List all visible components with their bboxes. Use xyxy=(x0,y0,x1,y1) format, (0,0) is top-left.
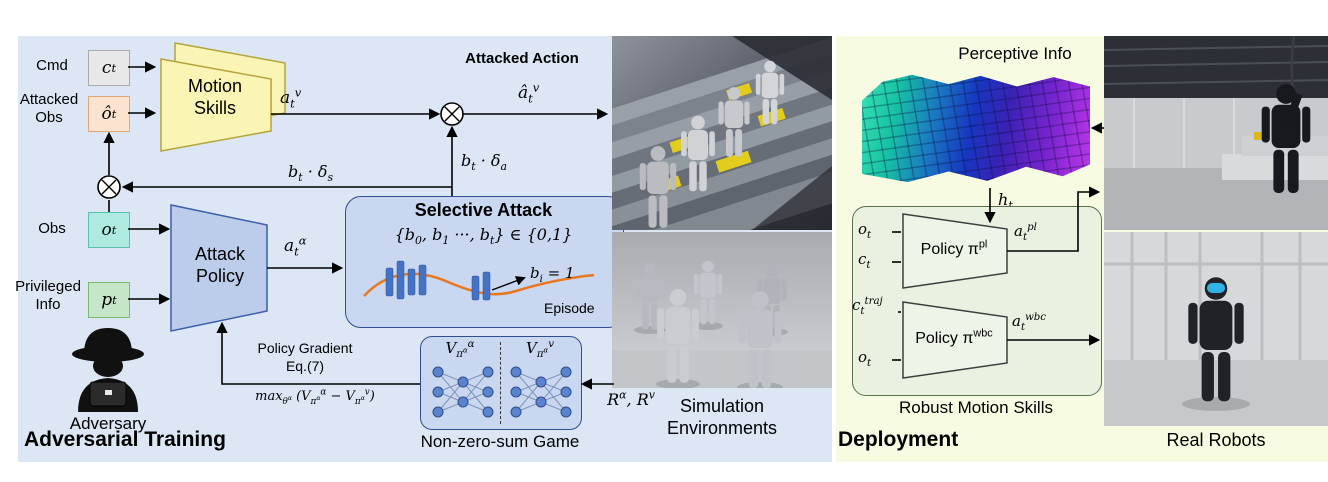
value-network-right xyxy=(510,366,572,418)
perceptive-info-label: Perceptive Info xyxy=(958,44,1072,63)
obs-delta-math: bt · δs xyxy=(288,162,334,185)
heightmap-image xyxy=(862,74,1090,183)
motion-skills-label: Motion Skills xyxy=(187,76,243,118)
wbc-policy-shape xyxy=(902,301,1008,379)
selective-attack-title: Selective Attack xyxy=(414,200,553,220)
robust-motion-skills-caption: Robust Motion Skills xyxy=(898,398,1053,417)
adversary-label: Adversary xyxy=(69,414,147,433)
privileged-info-label: Privileged Info xyxy=(15,278,81,314)
simulation-image-bottom xyxy=(612,232,832,388)
deployment-title: Deployment xyxy=(838,428,959,451)
pl-policy-label: Policy πpl xyxy=(920,238,988,258)
attacked-action-label: Attacked Action xyxy=(465,50,579,67)
adversarial-training-title: Adversarial Training xyxy=(24,428,226,451)
selective-attack-formula: {b0, b1 ···, bt} ∈ {0,1} xyxy=(394,225,573,248)
attack-policy-label: Attack Policy xyxy=(194,244,246,286)
selection-bars xyxy=(385,260,491,301)
attacked-action-math: âtv xyxy=(518,80,540,106)
attack-action-math: atα xyxy=(284,233,307,259)
objective-math: maxθα (Vπαα − Vπαv) xyxy=(255,387,375,407)
wbc-input-traj-math: cttraj xyxy=(852,296,883,317)
selective-attack-chart xyxy=(363,260,595,301)
cmd-label: Cmd xyxy=(36,57,68,74)
value-alpha-label: Vπαα xyxy=(445,339,475,360)
value-v-label: Vπαv xyxy=(526,339,554,360)
adversary-icon xyxy=(72,328,144,412)
motion-action-math: atv xyxy=(280,85,302,111)
real-robot-photo-top xyxy=(1104,36,1328,230)
simulation-caption: Simulation Environments xyxy=(666,396,778,438)
wbc-policy-label: Policy πwbc xyxy=(915,327,993,347)
pl-output-math: atpl xyxy=(1014,222,1037,243)
rewards-math: Rα, Rv xyxy=(607,388,655,409)
value-network-left xyxy=(432,366,494,418)
selection-annotation-math: bi = 1 xyxy=(530,264,575,285)
obs-label: Obs xyxy=(38,220,66,237)
policy-gradient-eq-label: Eq.(7) xyxy=(285,358,325,374)
pl-policy-shape xyxy=(902,213,1008,289)
value-network-divider xyxy=(500,342,501,424)
pl-input-cmd-math: ct xyxy=(858,250,871,271)
wbc-input-obs-math: ot xyxy=(858,348,872,369)
real-robot-photo-bottom xyxy=(1104,232,1328,426)
annotation-arrow xyxy=(491,276,526,291)
attack-policy-shape xyxy=(170,204,268,332)
pl-input-obs-math: ot xyxy=(858,220,872,241)
policy-gradient-label: Policy Gradient xyxy=(257,340,353,356)
motion-skills-shape xyxy=(160,42,286,152)
action-delta-math: bt · δa xyxy=(461,151,507,174)
attacked-obs-label: Attacked Obs xyxy=(19,91,79,127)
wbc-output-math: atwbc xyxy=(1012,312,1047,333)
real-robots-caption: Real Robots xyxy=(1166,430,1266,450)
episode-axis-label: Episode xyxy=(544,300,595,316)
nonzero-sum-caption: Non-zero-sum Game xyxy=(420,432,580,451)
simulation-image-top xyxy=(612,36,832,230)
